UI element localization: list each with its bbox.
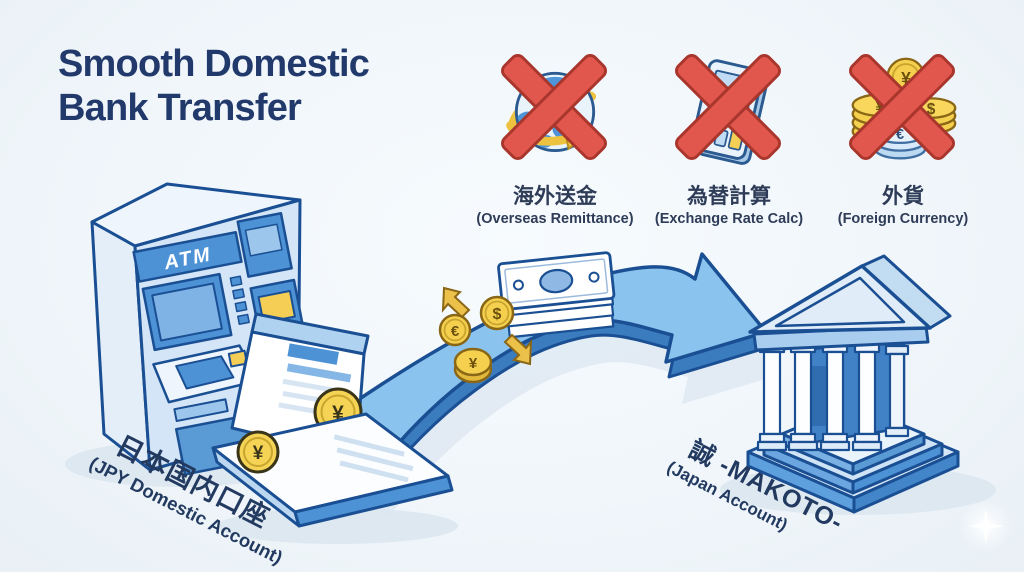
atm-dispenser-slot [173,398,229,422]
page-title: Smooth Domestic Bank Transfer [58,42,370,130]
prohibited-label-jp: 為替計算 [687,185,771,208]
svg-text:¥: ¥ [901,68,911,88]
prohibited-icon-wrap [663,40,795,178]
prohibited-icon-wrap [489,40,621,178]
bank-pediment-inner [774,276,906,328]
title-line-2: Bank Transfer [58,87,302,130]
svg-text:¥: ¥ [253,443,264,464]
prohibited-item-foreign-currency: ¥ ¥ $ [816,40,990,227]
atm-keypad [175,355,235,390]
prohibited-item-overseas-remittance: 海外送金 (Overseas Remittance) [468,40,642,227]
svg-text:€: € [451,323,460,340]
atm-header-band [132,230,243,283]
atm-button [229,275,243,287]
svg-text:$: $ [493,306,502,323]
prohibited-items-row: 海外送金 (Overseas Remittance) [468,40,992,227]
bank-stylobate-front-right [851,432,926,476]
atm-button [234,300,248,313]
title-line-1: Smooth Domestic [58,43,370,85]
sparkle-icon [958,498,1014,554]
laptop-deck-text-line [339,460,409,483]
prohibition-x-icon [675,54,781,160]
laptop-shadow [218,508,458,544]
prohibition-x-icon [849,54,955,160]
prohibition-x-icon [501,54,607,160]
prohibited-item-exchange-rate-calc: 為替計算 (Exchange Rate Calc) [642,40,816,227]
svg-text:¥: ¥ [875,98,885,116]
bank-column [819,342,851,452]
arrow-down-right-icon [503,333,533,366]
bank-building [746,254,960,514]
prohibited-label-en: (Foreign Currency) [837,211,969,227]
bank-step-front-right [851,442,944,495]
atm-machine: ATM [90,182,310,476]
exchange-arrows [441,286,533,366]
prohibited-icon-wrap: ¥ ¥ $ [837,40,969,178]
svg-text:$: $ [927,101,936,118]
arrow-up-left-icon [441,286,471,319]
svg-text:€: € [896,127,904,143]
banknote-stack [497,251,616,339]
laptop-screen-subheader-bar [286,363,352,383]
bank-column [884,344,910,438]
prohibited-label-en: (Exchange Rate Calc) [654,211,804,227]
atm-button [237,313,250,325]
prohibited-label-en: (Overseas Remittance) [476,211,634,227]
atm-side-screen [244,223,283,257]
flow-coins: € $ ¥ [438,295,515,384]
atm-button [232,288,245,300]
laptop-deck-front-edge [293,474,454,528]
bank-base-front-right [852,450,960,514]
laptop-screen-header-bar [287,343,339,365]
banknote-emblem [539,268,574,294]
laptop-deck-text-line [333,434,405,457]
atm-screen [151,282,223,342]
prohibited-label-jp: 外貨 [882,185,924,208]
laptop: ¥ ¥ [211,312,454,528]
laptop-deck-text-line [336,447,414,472]
bank-column [851,342,883,452]
yen-coin [453,347,493,377]
svg-text:¥: ¥ [469,355,478,372]
prohibited-label-jp: 海外送金 [513,185,597,208]
